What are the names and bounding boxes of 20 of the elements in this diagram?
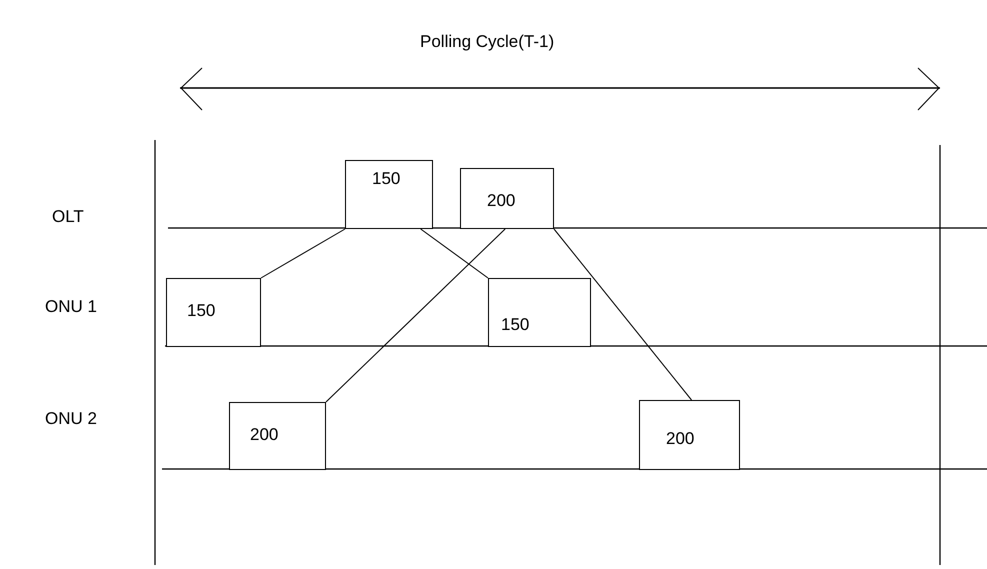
slot-value: 150 (501, 315, 530, 335)
time-slot-box (229, 402, 326, 470)
row-label: ONU 1 (45, 297, 97, 317)
time-slot-box (488, 278, 591, 347)
transmission-line (554, 228, 692, 400)
slot-value: 150 (187, 301, 216, 321)
row-label: OLT (52, 207, 84, 227)
slot-value: 200 (250, 425, 278, 445)
row-label: ONU 2 (45, 409, 97, 429)
time-slot-box (639, 400, 740, 470)
transmission-line (260, 228, 346, 278)
transmission-line (420, 228, 488, 278)
time-slot-box (345, 160, 433, 229)
transmission-line (326, 228, 506, 402)
time-slot-box (460, 168, 554, 229)
time-slot-box (166, 278, 261, 347)
slot-value: 150 (372, 169, 400, 189)
slot-value: 200 (666, 429, 694, 449)
slot-value: 200 (487, 191, 516, 211)
dimension-label: Polling Cycle(T-1) (420, 32, 554, 52)
